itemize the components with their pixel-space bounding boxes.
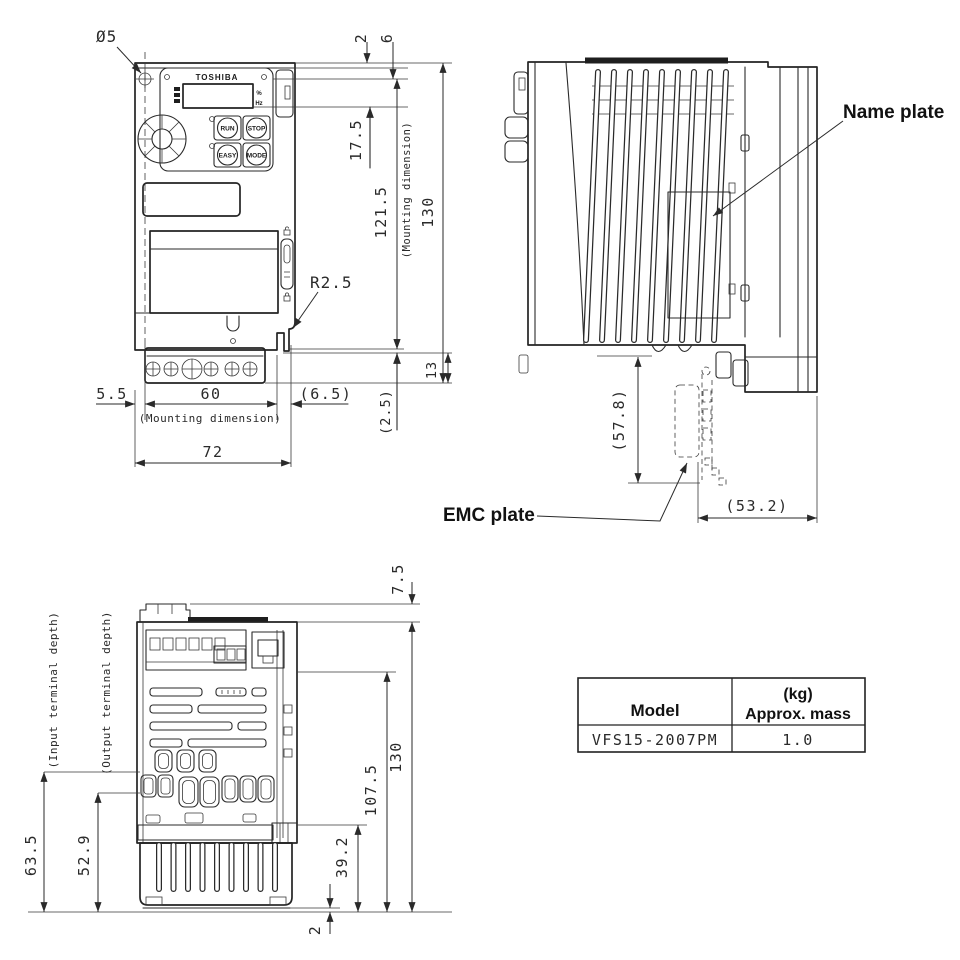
cover-latch-slider[interactable] [280,238,294,290]
dim-63-5: 63.5 [22,834,40,876]
hole-diameter-callout: Ø5 [96,27,117,46]
dim-72: 72 [202,443,223,461]
dim-13: 13 [424,361,440,379]
din-clip-lower [504,140,529,163]
name-plate-area [667,191,731,319]
dim-17-5: 17.5 [347,119,365,161]
emc-plate-label: EMC plate [443,505,535,526]
front-body-outline [134,62,296,352]
dim-top-6: 6 [378,33,396,44]
hz-unit-label: Hz [255,101,262,107]
side-body-outline [527,61,818,393]
emc-plate-dashed [674,366,727,486]
table-cell-mass: 1.0 [782,731,814,749]
svg-text:EASY: EASY [219,153,237,160]
mounting-dimension-note-horizontal: (Mounting dimension) [139,412,281,425]
front-label-slot [142,182,241,217]
dim-121-5: 121.5 [372,186,390,239]
heatsink-fins-bottom [139,842,293,909]
terminal-cover [149,230,279,314]
mounting-hole [136,70,154,88]
dim-60: 60 [200,385,221,403]
table-header-mass-unit: (kg) [783,686,812,703]
percent-unit-label: % [256,91,262,97]
dim-5-5: 5.5 [96,385,128,403]
lock-icon [283,292,291,302]
seven-segment-display [182,83,254,109]
dim-52-9: 52.9 [75,834,93,876]
emc-clamp-tab [715,351,732,379]
keypad-panel: TOSHIBA % Hz RUN [137,67,294,172]
easy-button[interactable]: EASY [213,142,242,168]
brand-logo: TOSHIBA [196,73,239,82]
mounting-dimension-note-vertical: (Mounting dimension) [401,122,413,258]
setting-dial[interactable] [137,114,187,164]
din-clip-upper [504,116,529,139]
name-plate-label: Name plate [843,102,944,123]
dim-130-bottom: 130 [387,741,405,773]
dim-107-5: 107.5 [362,764,380,817]
input-terminal-depth-label: (Input terminal depth) [47,612,60,769]
input-terminals [154,749,217,773]
front-view: TOSHIBA % Hz RUN [96,27,353,384]
dim-53-2: (53.2) [725,497,788,515]
svg-text:RUN: RUN [220,126,234,133]
output-terminal-depth-label: (Output terminal depth) [100,611,113,775]
dim-130-front: 130 [419,196,437,228]
dim-57-8: (57.8) [610,388,628,451]
table-header-model: Model [630,701,679,720]
status-led-right [261,74,267,80]
dim-2-5: (2.5) [378,389,394,435]
output-terminals [140,774,275,808]
side-view: Name plate EMC plate (57.8) (53.2) [443,57,944,526]
mode-button[interactable]: MODE [242,142,271,168]
run-button[interactable]: RUN [213,115,242,141]
spec-table: Model (kg) Approx. mass VFS15-2007PM 1.0 [577,677,866,753]
communication-jack[interactable] [251,631,285,669]
corner-radius-callout: R2.5 [310,273,353,292]
dim-2: 2 [306,925,324,936]
bottom-view-dimensions: (Input terminal depth) (Output terminal … [22,563,452,935]
svg-text:MODE: MODE [247,153,267,160]
unlock-icon [283,226,291,236]
stop-button[interactable]: STOP [242,115,271,141]
status-led-left [164,74,170,80]
dim-top-2: 2 [352,33,370,44]
dim-6-5: (6.5) [300,385,353,403]
control-terminal-strip [145,629,247,671]
bottom-mounting-notch [226,315,240,332]
power-terminal-block [144,347,266,384]
dim-39-2: 39.2 [333,836,351,878]
front-view-dimensions: 2 6 17.5 121.5 (Mounting dimension) 130 … [96,33,452,467]
table-cell-model: VFS15-2007PM [592,731,718,749]
bottom-view [136,603,298,909]
bottom-vent-slots [149,687,267,748]
heatsink-fins-side [583,69,734,343]
svg-text:STOP: STOP [248,126,266,133]
table-header-mass: Approx. mass [745,706,851,723]
dim-7-5: 7.5 [389,563,407,595]
top-vent-band [585,57,728,64]
